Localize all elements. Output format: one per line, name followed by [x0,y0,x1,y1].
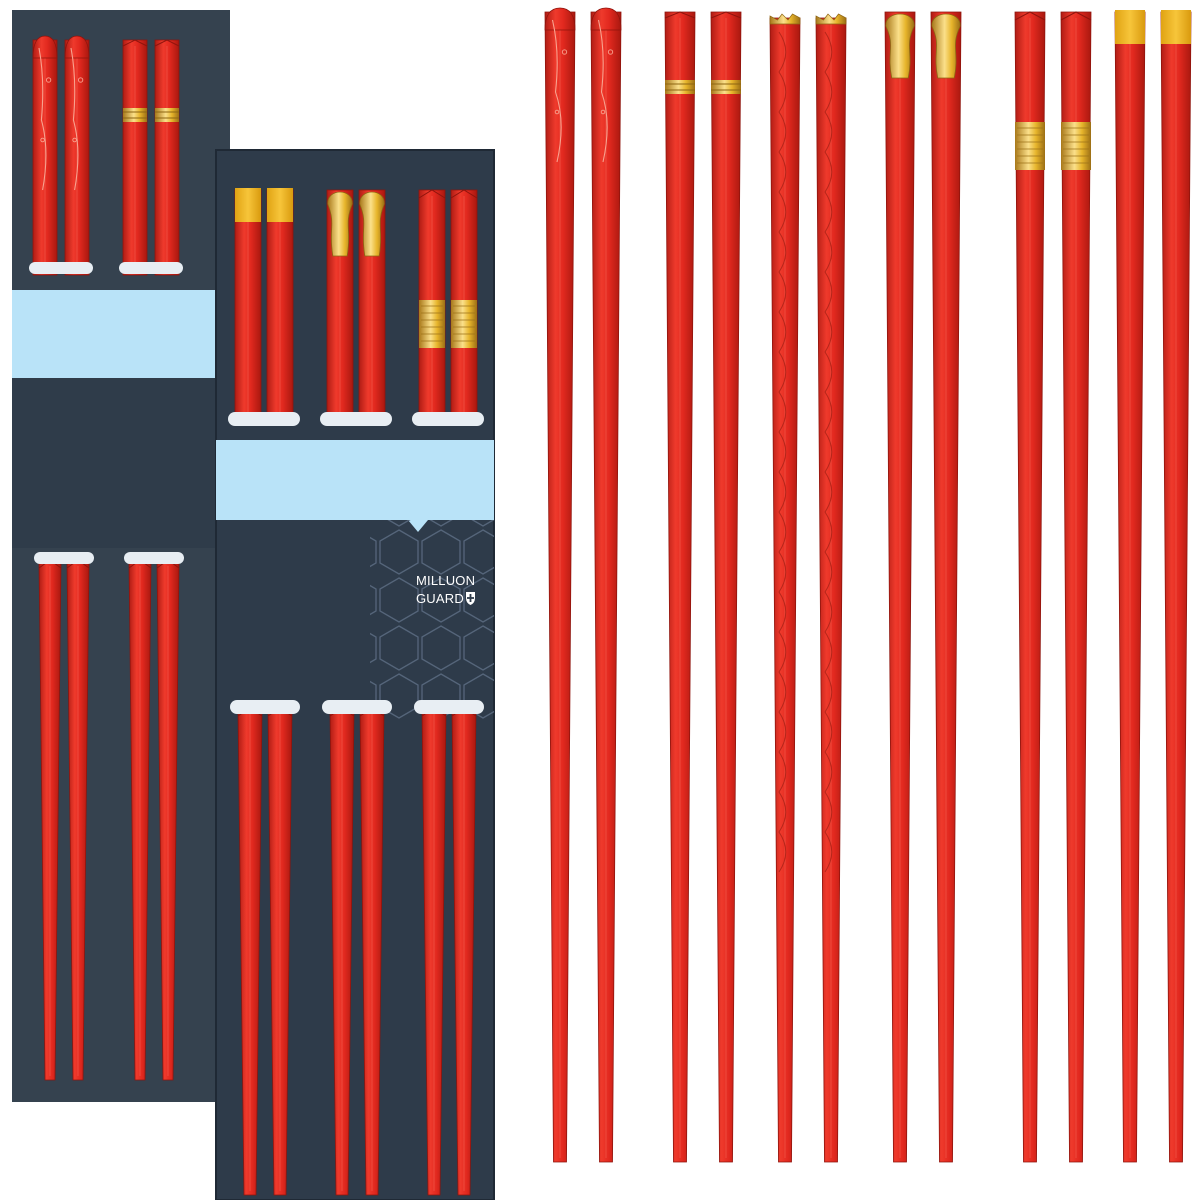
chopstick [664,11,696,1163]
slot-holder [119,262,183,274]
chopstick [64,35,90,276]
gold-band [1061,122,1091,170]
slot-holder [228,412,300,426]
chopstick [815,13,847,1163]
slot-holder [322,700,392,714]
gold-ring [711,80,741,94]
chopstick [122,39,148,276]
chopstick-pair [884,11,962,1163]
gold-cap [1161,10,1191,44]
gold-ring [665,80,695,94]
chopstick [418,189,446,426]
hex-pattern [370,520,494,720]
gold-cap [1115,10,1145,44]
chopstick [544,7,576,1163]
chopstick [450,189,478,426]
gold-band [419,300,445,348]
brand-line1: MILLUON [416,573,475,588]
slot-holder [34,552,94,564]
chopstick [154,39,180,276]
chopstick-pair [664,11,742,1163]
shield-plus-icon [466,592,475,605]
chopstick [1160,10,1192,1163]
crown-cap [769,13,801,25]
slot-holder [320,412,392,426]
chopstick [1114,10,1146,1163]
chopstick [930,11,962,1163]
label-band-back [12,290,230,378]
gold-ring [123,108,147,122]
slot-holder [412,412,484,426]
slot-holder [230,700,300,714]
chopstick [1060,11,1092,1163]
loose-chopsticks [544,7,1192,1163]
engraving [551,19,562,163]
gold-band [1015,122,1045,170]
crown-cap [815,13,847,25]
chopstick [234,188,262,426]
back-tray-bottom [34,552,184,1081]
box-back [12,10,230,1102]
chopstick [266,188,294,426]
gold-band [451,300,477,348]
chopstick [326,189,354,426]
brand-logo: MILLUON GUARD [416,573,475,606]
chopstick [590,7,622,1163]
slot-holder [414,700,484,714]
chopstick [710,11,742,1163]
chopstick [884,11,916,1163]
engraving [70,47,79,191]
gold-knob [931,13,961,79]
engraving [38,47,47,191]
slot-holder [29,262,93,274]
chopstick [1014,11,1046,1163]
front-tray-top [228,188,484,426]
engraving [597,19,608,163]
chopstick [128,559,152,1081]
gold-knob [327,191,353,257]
gold-cap [267,188,293,222]
chopstick [358,189,386,426]
box-front: MILLUON GUARD [215,149,495,1200]
chopstick [32,35,58,276]
chopstick-pair [769,13,847,1163]
gold-cap [235,188,261,222]
chopstick-pair [544,7,622,1163]
gold-knob [885,13,915,79]
label-band-front [216,440,494,520]
gold-ring [155,108,179,122]
back-tray-top [29,35,183,276]
chopstick-pair [1114,10,1192,1163]
brand-line2: GUARD [416,591,464,606]
chopstick [769,13,801,1163]
gold-knob [359,191,385,257]
slot-holder [124,552,184,564]
chopstick-pair [1014,11,1092,1163]
front-tray-bottom [230,700,484,1196]
